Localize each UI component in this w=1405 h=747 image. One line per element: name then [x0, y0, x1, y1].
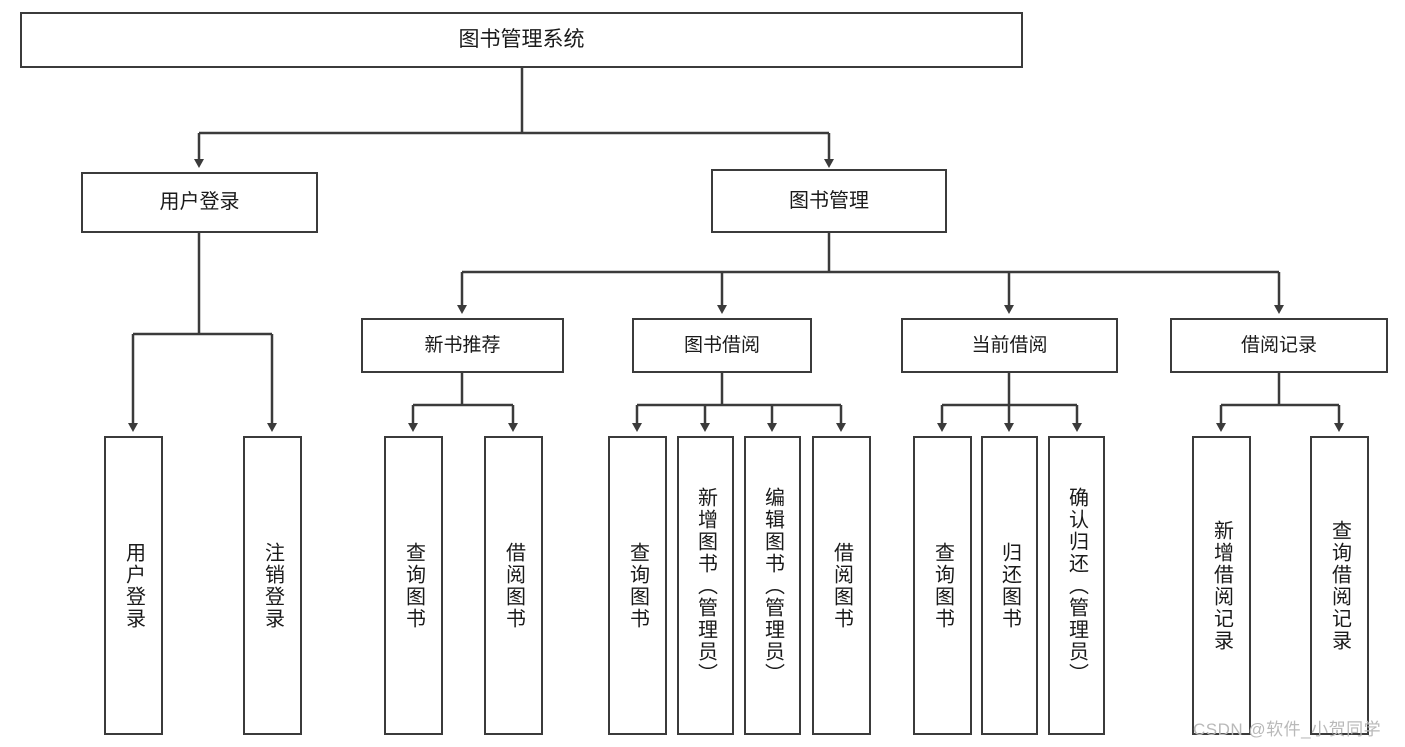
node-label: 编辑图书（管理员） — [761, 486, 784, 685]
node-label: 查询图书 — [626, 541, 649, 630]
node-label: 用户登录 — [122, 541, 145, 630]
leaf-query-book-current[interactable]: 查询图书 — [913, 436, 972, 735]
node-label: 归还图书 — [998, 541, 1021, 630]
node-label: 图书借阅 — [683, 334, 760, 356]
leaf-borrow-book-recommend[interactable]: 借阅图书 — [484, 436, 543, 735]
leaf-edit-book-admin[interactable]: 编辑图书（管理员） — [744, 436, 801, 735]
node-label: 图书管理 — [789, 189, 869, 212]
node-label: 借阅记录 — [1240, 334, 1317, 356]
node-current-borrow[interactable]: 当前借阅 — [901, 318, 1118, 373]
node-label: 新增借阅记录 — [1210, 519, 1233, 652]
node-label: 新书推荐 — [424, 334, 501, 356]
node-book-management[interactable]: 图书管理 — [711, 169, 947, 233]
leaf-borrow-book[interactable]: 借阅图书 — [812, 436, 871, 735]
node-label: 确认归还（管理员） — [1065, 486, 1088, 685]
node-borrow-record[interactable]: 借阅记录 — [1170, 318, 1388, 373]
node-label: 用户登录 — [159, 191, 240, 214]
node-label: 借阅图书 — [502, 541, 525, 630]
leaf-query-book-recommend[interactable]: 查询图书 — [384, 436, 443, 735]
leaf-logout-login[interactable]: 注销登录 — [243, 436, 302, 735]
node-label: 新增图书（管理员） — [694, 486, 717, 685]
leaf-confirm-return-admin[interactable]: 确认归还（管理员） — [1048, 436, 1105, 735]
leaf-return-book[interactable]: 归还图书 — [981, 436, 1038, 735]
node-label: 查询借阅记录 — [1328, 519, 1351, 652]
leaf-user-login[interactable]: 用户登录 — [104, 436, 163, 735]
leaf-query-book-borrow[interactable]: 查询图书 — [608, 436, 667, 735]
leaf-add-borrow-record[interactable]: 新增借阅记录 — [1192, 436, 1251, 735]
node-label: 当前借阅 — [971, 334, 1048, 356]
watermark-text: CSDN @软件_小贺同学 — [1193, 720, 1382, 739]
node-new-book-recommend[interactable]: 新书推荐 — [361, 318, 564, 373]
node-user-login[interactable]: 用户登录 — [81, 172, 318, 233]
node-label: 图书管理系统 — [458, 28, 585, 52]
node-book-borrow[interactable]: 图书借阅 — [632, 318, 812, 373]
node-root-system[interactable]: 图书管理系统 — [20, 12, 1023, 68]
leaf-query-borrow-record[interactable]: 查询借阅记录 — [1310, 436, 1369, 735]
leaf-add-book-admin[interactable]: 新增图书（管理员） — [677, 436, 734, 735]
node-label: 借阅图书 — [830, 541, 853, 630]
node-label: 注销登录 — [261, 541, 284, 630]
node-label: 查询图书 — [931, 541, 954, 630]
node-label: 查询图书 — [402, 541, 425, 630]
